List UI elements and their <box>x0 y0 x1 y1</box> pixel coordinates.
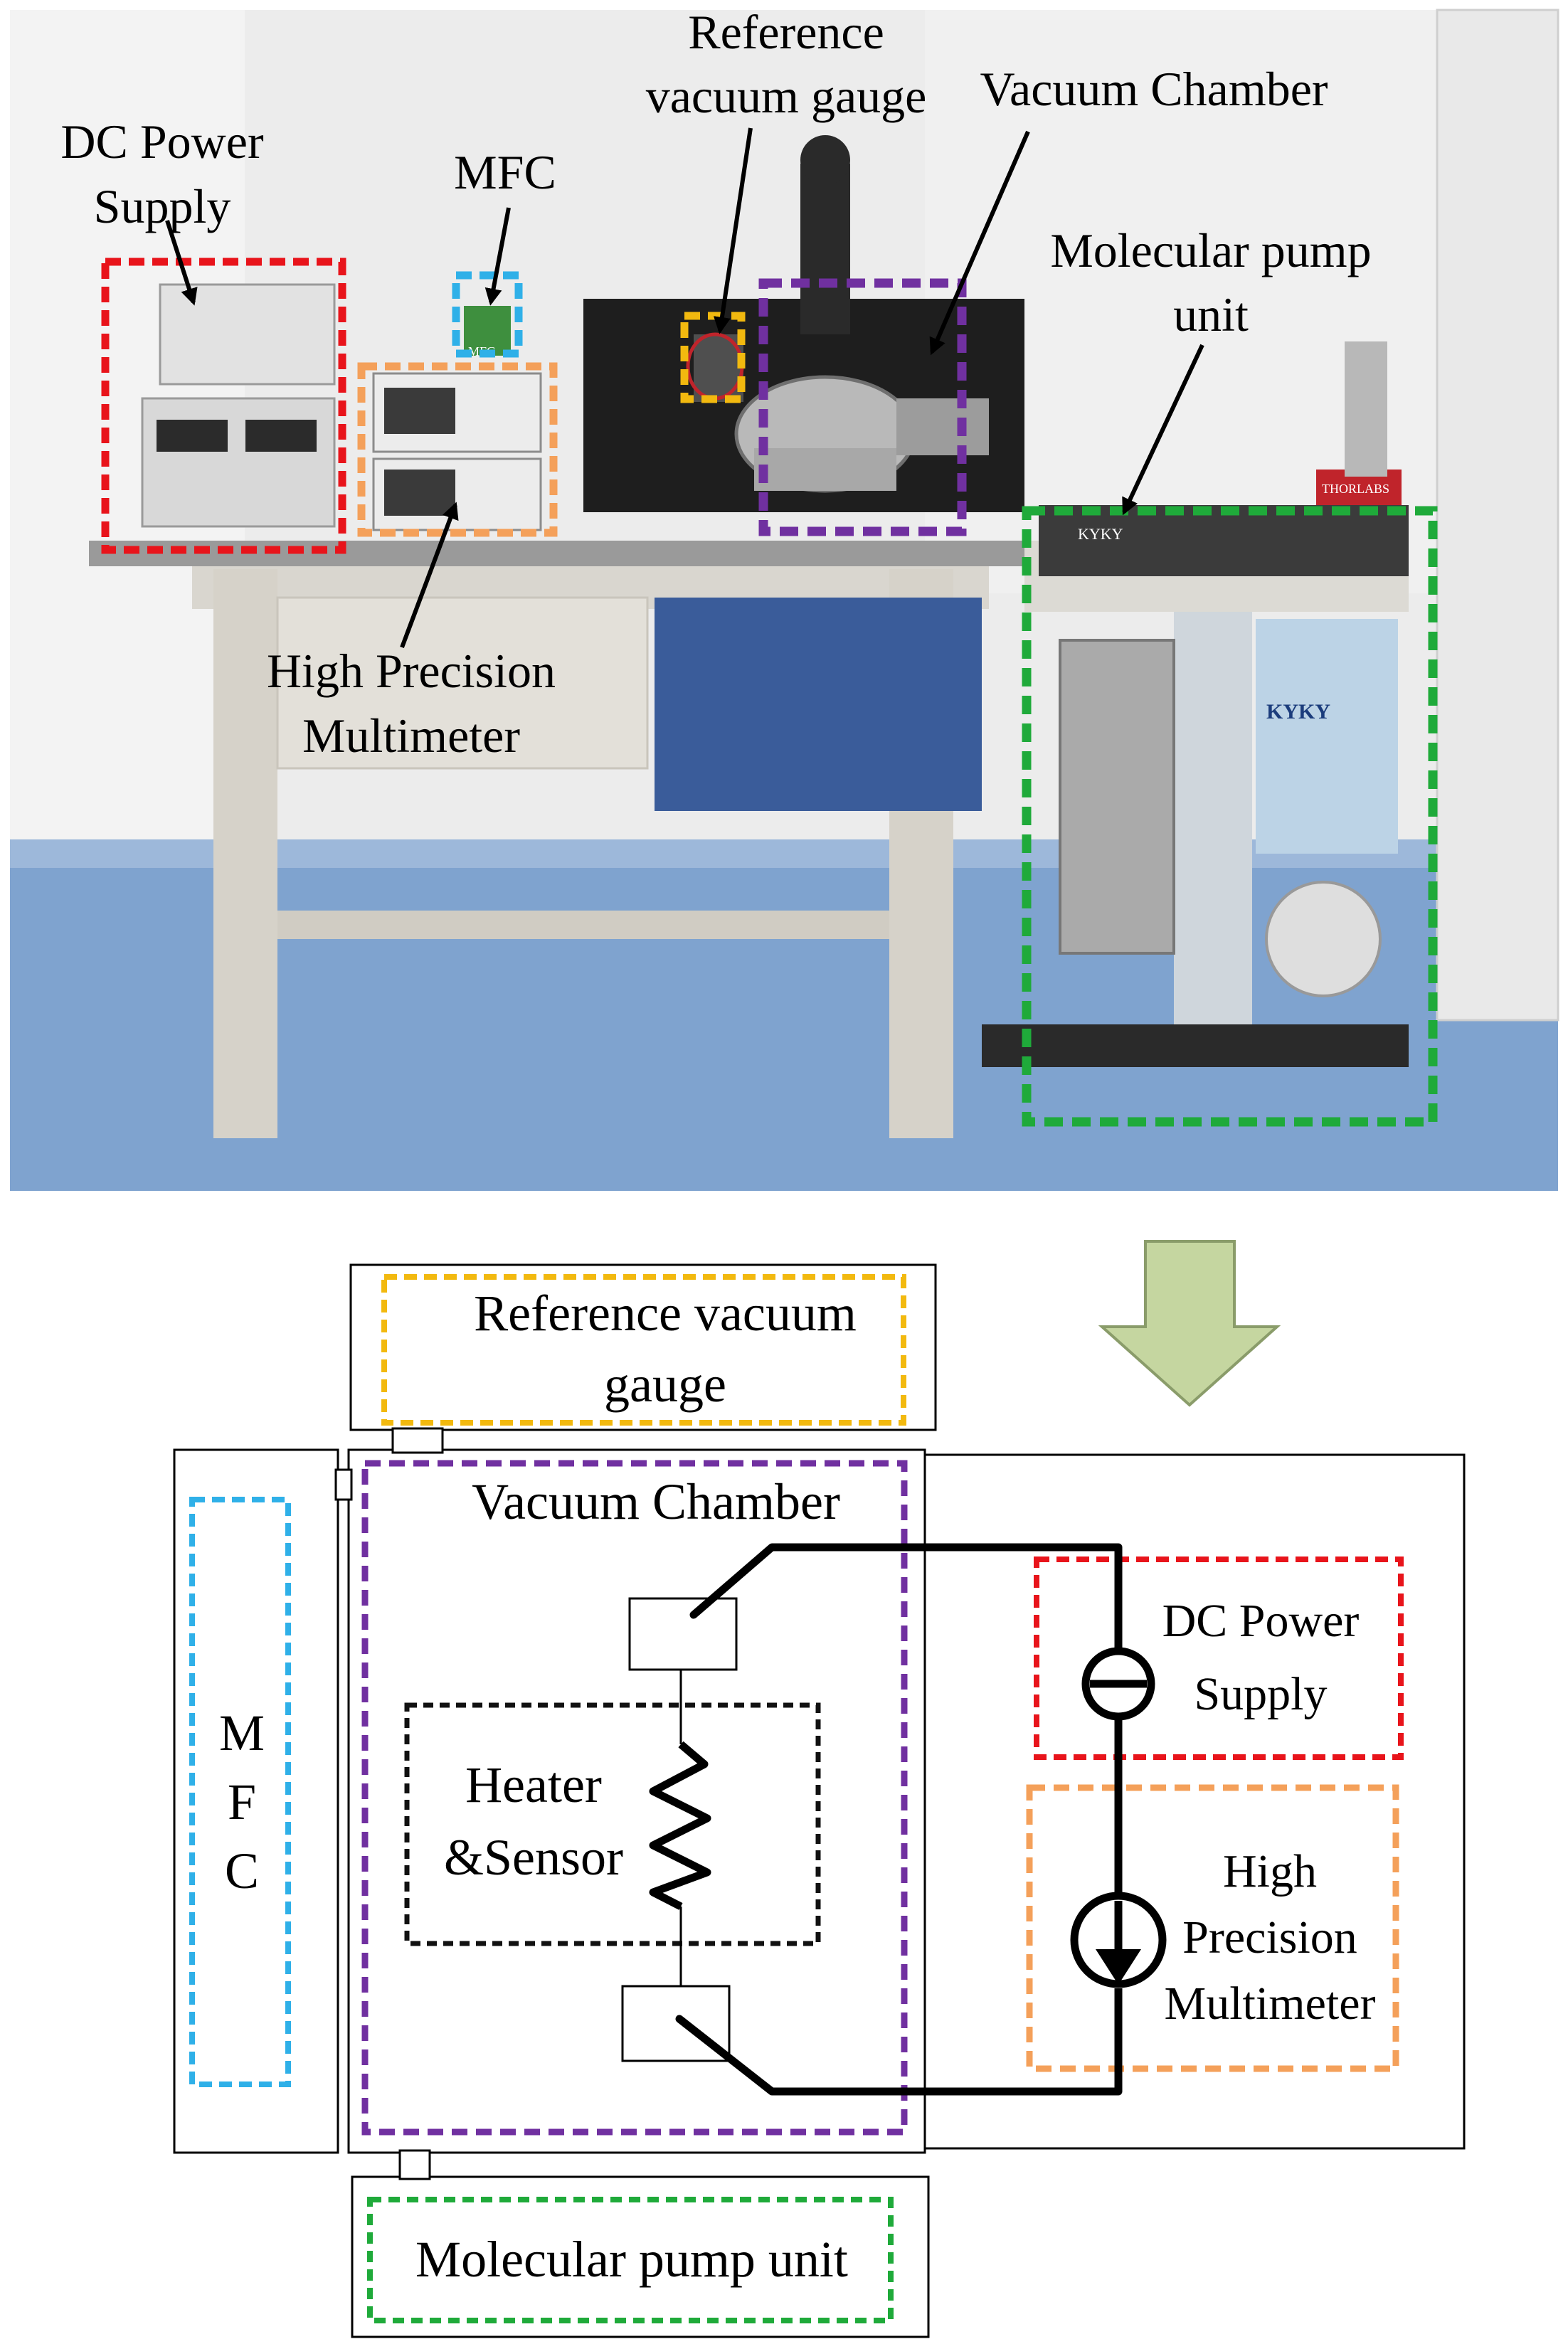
multimeter-symbol-arrowhead <box>1096 1949 1141 1985</box>
vacuum-chamber-port <box>896 398 989 455</box>
pump-cart-post <box>1174 612 1252 1024</box>
connector-mfc-chamber <box>334 1468 353 1501</box>
electrode-top <box>628 1597 738 1671</box>
schematic-dc-power-1: DC Power <box>1162 1595 1360 1647</box>
dc-supply-upper <box>159 283 336 386</box>
highlight-multimeter <box>357 362 558 537</box>
arrow-mfc <box>484 207 511 306</box>
schematic-reference-gauge-2: gauge <box>604 1356 726 1413</box>
molecular-pump-dashed <box>367 2197 894 2323</box>
thorlabs-text: THORLABS <box>1322 482 1389 496</box>
pump-brand-text-2: KYKY <box>1266 700 1330 723</box>
reference-gauge-dashed <box>381 1274 906 1426</box>
schematic-reference-gauge-1: Reference vacuum <box>474 1285 857 1342</box>
pump-control-panel <box>1256 619 1398 854</box>
arrow-multimeter <box>400 502 459 649</box>
table-top <box>89 541 1071 566</box>
controller-box <box>1039 505 1409 576</box>
rail-post <box>1345 341 1387 477</box>
microscope-column <box>800 164 850 334</box>
vacuum-chamber-flange <box>754 448 896 491</box>
table-drawer <box>276 596 649 770</box>
schematic-diagram: Reference vacuum gauge Vacuum Chamber M … <box>173 1240 1466 2338</box>
wire-top <box>689 1543 1123 1619</box>
label-reference-gauge-2: vacuum gauge <box>646 69 927 123</box>
microscope-eyepiece <box>800 135 850 185</box>
pump-cart-base <box>982 1024 1409 1067</box>
right-cabinet <box>1436 9 1559 1022</box>
heater-resistor <box>649 1741 711 1910</box>
pump-outer <box>351 2175 930 2338</box>
label-dc-power-supply-1: DC Power <box>60 115 264 169</box>
dc-power-dashed <box>1034 1557 1404 1760</box>
multimeter-dashed <box>1026 1784 1399 2072</box>
lab-setup-photo: KYKY KYKY THORLABS MFC DC Power Supply M… <box>10 5 1559 1191</box>
label-molecular-pump-1: Molecular pump <box>1050 223 1371 277</box>
connector-chamber-pump <box>398 2149 431 2180</box>
arrow-dc-power <box>165 220 198 306</box>
reference-gauge-outer <box>349 1263 937 1431</box>
back-cabinet <box>655 598 982 811</box>
schematic-mfc-c: C <box>225 1842 259 1899</box>
dc-supply-lower <box>141 397 336 528</box>
mfc-outer <box>173 1448 339 2154</box>
highlight-vacuum-chamber <box>758 278 967 536</box>
rotary-pump <box>1265 881 1382 997</box>
label-mfc: MFC <box>454 145 556 199</box>
table-crossbar <box>277 911 889 939</box>
schematic-mfc-f: F <box>228 1773 256 1830</box>
wire-bottom <box>675 2015 1123 2096</box>
schematic-molecular-pump: Molecular pump unit <box>415 2231 848 2288</box>
label-dc-power-supply-2: Supply <box>94 179 231 233</box>
schematic-multimeter-2: Precision <box>1182 1911 1357 1963</box>
dc-display-2 <box>245 420 317 452</box>
arrow-molecular-pump <box>1122 344 1204 516</box>
mfc-chip <box>464 306 511 356</box>
highlight-dc-power-supply <box>101 258 346 554</box>
dc-display-1 <box>157 420 228 452</box>
label-multimeter-1: High Precision <box>267 644 556 698</box>
table-leg-left <box>213 569 277 1138</box>
schematic-multimeter-3: Multimeter <box>1165 1978 1376 2030</box>
connector-gauge-chamber <box>391 1427 444 1454</box>
circuit-outer <box>923 1453 1466 2150</box>
heater-sensor-dashed <box>404 1702 821 1946</box>
vacuum-chamber-dashed <box>361 1460 908 2136</box>
multimeter-lower-screen <box>384 470 455 516</box>
arrow-vacuum-chamber <box>929 130 1030 356</box>
label-vacuum-chamber: Vacuum Chamber <box>980 62 1328 116</box>
label-molecular-pump-2: unit <box>1173 287 1249 341</box>
label-reference-gauge-1: Reference <box>688 5 884 59</box>
schematic-mfc-m: M <box>219 1704 265 1761</box>
schematic-multimeter-1: High <box>1223 1845 1317 1897</box>
highlight-molecular-pump <box>1022 506 1438 1127</box>
multimeter-upper-screen <box>384 388 455 434</box>
schematic-vacuum-chamber: Vacuum Chamber <box>472 1473 840 1530</box>
arrow-reference-gauge <box>713 127 753 334</box>
highlight-reference-gauge <box>680 312 746 403</box>
schematic-dc-power-2: Supply <box>1194 1668 1327 1720</box>
molecular-pump-cylinder <box>1059 639 1175 955</box>
down-arrow <box>1098 1240 1281 1407</box>
label-multimeter-2: Multimeter <box>302 709 520 763</box>
highlight-mfc <box>452 271 523 358</box>
pump-brand-text: KYKY <box>1078 525 1123 543</box>
mfc-dashed <box>189 1497 291 2087</box>
schematic-heater-2: &Sensor <box>444 1829 623 1886</box>
schematic-heater-1: Heater <box>465 1756 602 1813</box>
